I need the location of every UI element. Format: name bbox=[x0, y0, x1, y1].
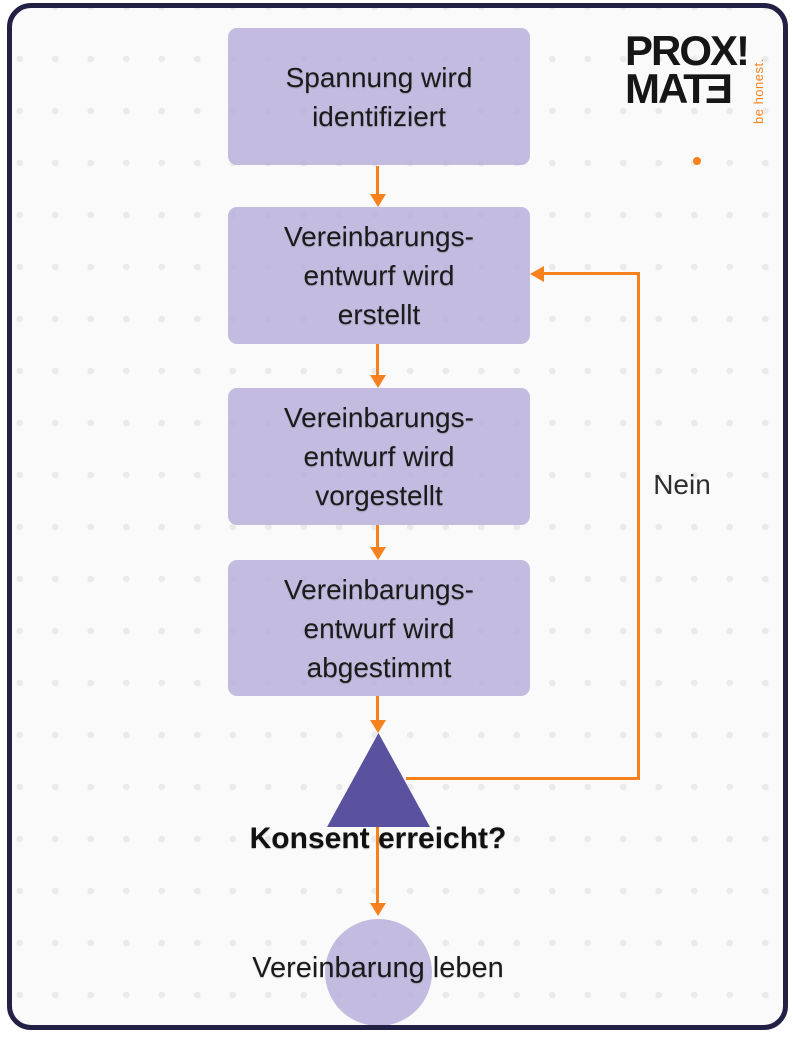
connector-step1-step2 bbox=[376, 166, 379, 196]
logo-tagline: be honest. bbox=[751, 58, 766, 124]
arrow-down-icon bbox=[370, 375, 386, 388]
flow-step-entwurf-erstellt: Vereinbarungs- entwurf wird erstellt bbox=[228, 207, 530, 344]
logo-line1: PROX! bbox=[625, 27, 750, 74]
end-node-circle bbox=[325, 919, 432, 1025]
proximate-logo: PROX! MATE bbox=[625, 27, 750, 113]
logo-mirrored-e: E bbox=[706, 65, 733, 112]
feedback-line-top bbox=[544, 272, 640, 275]
arrow-down-icon bbox=[370, 720, 386, 733]
step-line: erstellt bbox=[337, 299, 421, 330]
step-line: Vereinbarungs- bbox=[284, 221, 474, 252]
step-line: Vereinbarungs- bbox=[284, 402, 474, 433]
connector-step2-step3 bbox=[376, 344, 379, 377]
slide-canvas: PROX! MATE be honest. Spannung wird iden… bbox=[7, 3, 788, 1030]
connector-decision-end bbox=[376, 827, 379, 905]
step-line: entwurf wird bbox=[303, 441, 455, 472]
step-line: Spannung wird bbox=[285, 61, 473, 93]
arrow-left-icon bbox=[530, 266, 544, 282]
decision-triangle bbox=[327, 733, 430, 827]
logo-accent-dot-icon bbox=[693, 157, 701, 165]
feedback-line-bottom bbox=[406, 777, 640, 780]
logo-line2-prefix: MAT bbox=[625, 65, 709, 112]
feedback-line-vertical bbox=[637, 272, 640, 780]
arrow-down-icon bbox=[370, 194, 386, 207]
step-line: identifiziert bbox=[312, 100, 446, 132]
end-label: Vereinbarung leben bbox=[252, 952, 504, 984]
logo-line2: MATE bbox=[625, 65, 748, 112]
flow-step-entwurf-vorgestellt: Vereinbarungs- entwurf wird vorgestellt bbox=[228, 388, 530, 525]
step-line: entwurf wird bbox=[303, 260, 455, 291]
arrow-down-icon bbox=[370, 547, 386, 560]
connector-step4-decision bbox=[376, 696, 379, 722]
step-line: abgestimmt bbox=[306, 651, 452, 683]
branch-no-label: Nein bbox=[653, 469, 711, 500]
flow-step-entwurf-abgestimmt: Vereinbarungs- entwurf wird abgestimmt bbox=[228, 560, 530, 696]
connector-step3-step4 bbox=[376, 525, 379, 549]
step-line: entwurf wird bbox=[303, 612, 455, 644]
step-line: vorgestellt bbox=[315, 480, 443, 511]
flow-step-spannung-identifiziert: Spannung wird identifiziert bbox=[228, 28, 530, 165]
decision-label: Konsent erreicht? bbox=[249, 822, 507, 855]
step-line: Vereinbarungs- bbox=[284, 573, 474, 605]
arrow-down-icon bbox=[370, 903, 386, 916]
